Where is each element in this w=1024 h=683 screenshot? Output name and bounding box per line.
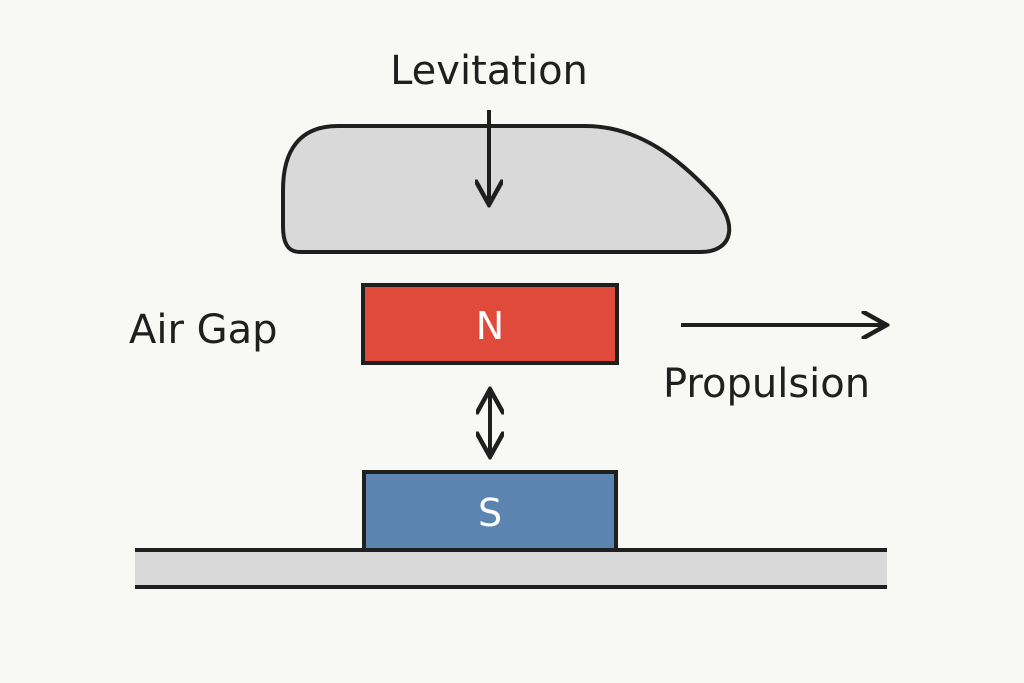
track-base bbox=[135, 550, 887, 587]
south-magnet-label: S bbox=[478, 491, 502, 535]
maglev-vehicle bbox=[281, 124, 732, 254]
south-magnet bbox=[362, 470, 618, 552]
north-magnet-label: N bbox=[476, 304, 504, 348]
levitation-label: Levitation bbox=[390, 48, 588, 94]
air-gap-label: Air Gap bbox=[129, 307, 278, 353]
north-magnet bbox=[361, 283, 619, 365]
propulsion-label: Propulsion bbox=[663, 361, 870, 407]
